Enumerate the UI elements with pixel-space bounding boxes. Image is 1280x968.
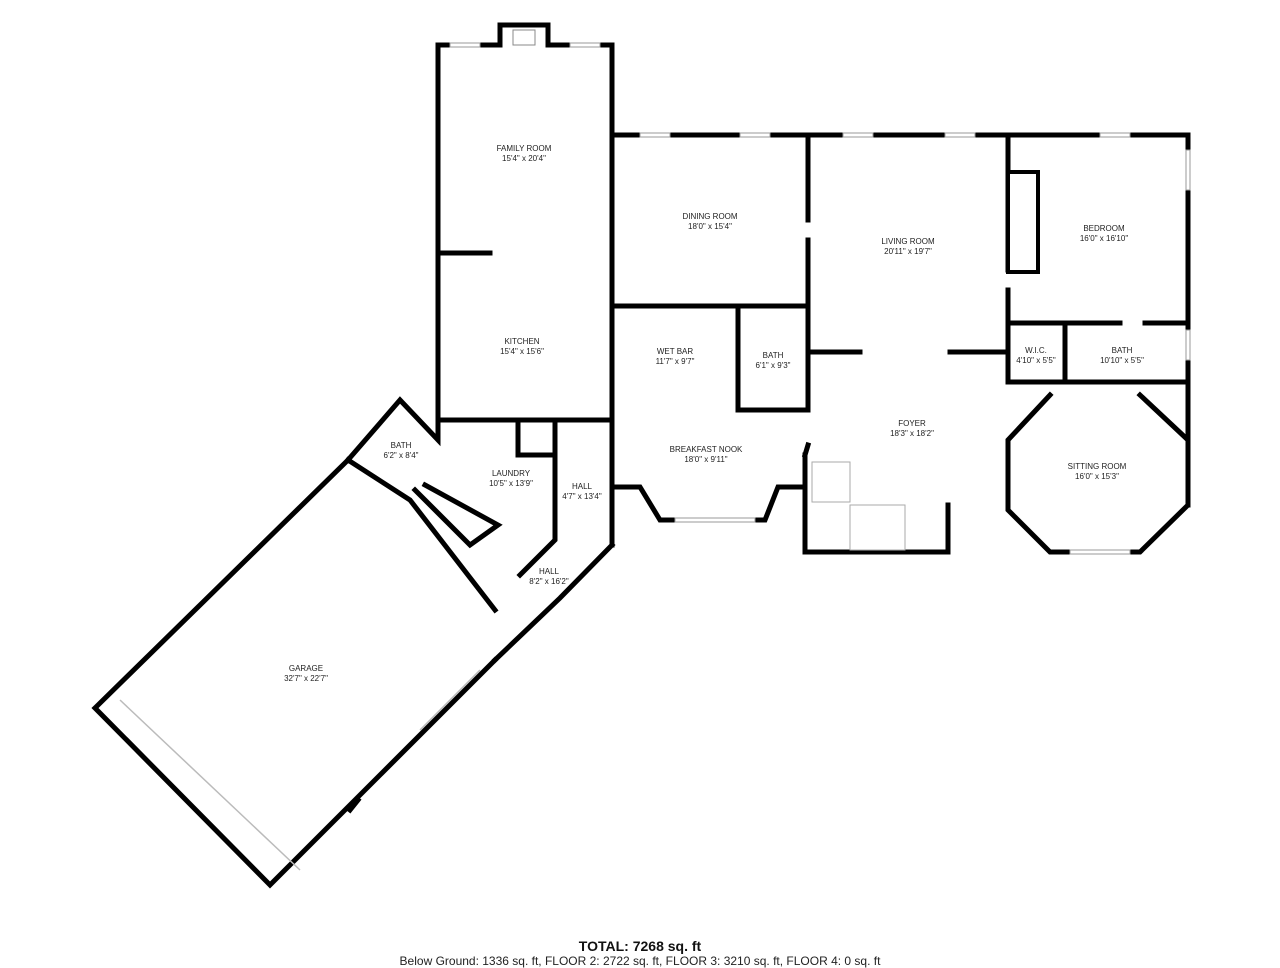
room-size: 6'2" x 8'4" [383, 451, 419, 460]
room-name: LIVING ROOM [881, 237, 935, 246]
room-name: BATH [1111, 346, 1133, 355]
room-name: SITTING ROOM [1067, 462, 1127, 471]
room-name: BATH [762, 351, 784, 360]
stairs [119, 461, 906, 871]
room-size: 16'0" x 15'3" [1075, 472, 1119, 481]
room-name: W.I.C. [1025, 346, 1047, 355]
walls [91, 22, 1191, 889]
room-name: BREAKFAST NOOK [669, 445, 743, 454]
room-size: 15'4" x 20'4" [502, 154, 546, 163]
floor-area-breakdown: Below Ground: 1336 sq. ft, FLOOR 2: 2722… [399, 954, 881, 968]
room-name: KITCHEN [504, 337, 540, 346]
room-size: 16'0" x 16'10" [1079, 234, 1129, 243]
room-size: 4'10" x 5'5" [1016, 356, 1056, 365]
room-name: GARAGE [288, 664, 324, 673]
windows [449, 42, 1191, 555]
room-name: DINING ROOM [682, 212, 738, 221]
room-name: BATH [390, 441, 412, 450]
room-size: 15'4" x 15'6" [500, 347, 544, 356]
room-name: HALL [571, 482, 592, 491]
room-size: 32'7" x 22'7" [284, 674, 328, 683]
room-size: 6'1" x 9'3" [755, 361, 791, 370]
room-size: 20'11" x 19'7" [884, 247, 932, 256]
total-area: TOTAL: 7268 sq. ft [578, 938, 702, 954]
room-size: 18'3" x 18'2" [890, 429, 934, 438]
room-name: FOYER [898, 419, 926, 428]
room-name: BEDROOM [1083, 224, 1125, 233]
room-size: 18'0" x 15'4" [688, 222, 732, 231]
room-size: 10'5" x 13'9" [489, 479, 533, 488]
room-size: 4'7" x 13'4" [562, 492, 602, 501]
room-name: HALL [538, 567, 559, 576]
room-size: 11'7" x 9'7" [655, 357, 695, 366]
room-name: WET BAR [656, 347, 694, 356]
room-name: FAMILY ROOM [496, 144, 552, 153]
room-name: LAUNDRY [491, 469, 531, 478]
room-wic: W.I.C.4'10" x 5'5" [1016, 346, 1055, 366]
room-size: 8'2" x 16'2" [529, 577, 569, 586]
room-size: 10'10" x 5'5" [1100, 356, 1144, 365]
room-size: 18'0" x 9'11" [684, 455, 728, 464]
